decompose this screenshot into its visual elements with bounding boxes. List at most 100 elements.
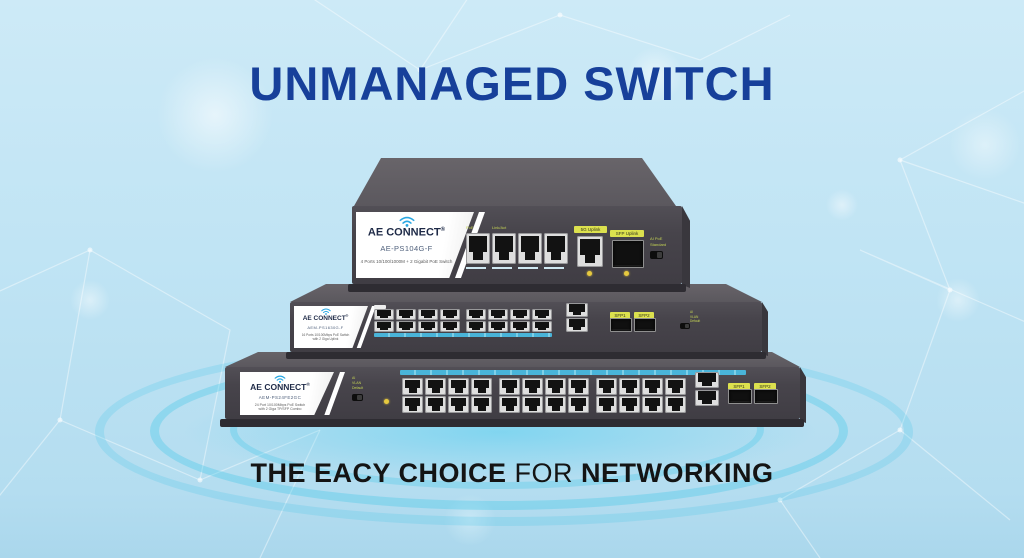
sfp-port xyxy=(728,389,752,404)
rj45-port xyxy=(499,396,520,413)
rj45-port-pair xyxy=(532,309,552,332)
poe-label: PoE xyxy=(466,225,474,230)
rj45-port xyxy=(619,378,640,395)
rj45-port-pair xyxy=(418,309,438,332)
brand-text: AE CONNECT® xyxy=(302,314,349,323)
rj45-port xyxy=(522,378,543,395)
port-number-strip xyxy=(400,370,746,375)
rj45-port-group-1 xyxy=(402,378,492,413)
chassis-side-face xyxy=(800,367,806,423)
mode-legend: AI VLAN Default xyxy=(352,376,364,391)
rj45-port-pair xyxy=(402,378,423,413)
brand-text: AE CONNECT® xyxy=(367,226,446,239)
description-text: 24 Port 10/100Mbps PoE Switch with 2 Gig… xyxy=(254,402,306,411)
rj45-port-pair xyxy=(425,378,446,413)
rj45-port-pair xyxy=(619,378,640,413)
led-indicator xyxy=(587,271,592,276)
brand-label: AE CONNECT® AEM-PS24FE2GC 24 Port 10/100… xyxy=(240,372,334,415)
rj45-port xyxy=(492,233,516,264)
rj45-port xyxy=(402,396,423,413)
switch-top-4port: AE CONNECT® AE-PS104G-F 4 Ports 10/100/1… xyxy=(348,152,694,294)
rj45-port xyxy=(448,396,469,413)
sfp-port xyxy=(634,318,656,332)
uplink-rj45-port xyxy=(695,372,719,388)
uplink-port-stack xyxy=(566,303,588,332)
mode-legend: AI PoE Standard xyxy=(650,236,667,247)
wifi-icon xyxy=(320,308,331,315)
rj45-port-pair xyxy=(642,378,663,413)
rj45-port xyxy=(499,378,520,395)
uplink-rj45-port xyxy=(577,236,603,267)
tagline-regular: FOR xyxy=(514,458,574,488)
chassis-side-face xyxy=(762,302,768,356)
description-text: 4 Ports 10/100/1000M + 2 Gigabit PoE Swi… xyxy=(360,258,453,264)
rj45-port-pair xyxy=(665,378,686,413)
tagline-bold-start: THE EACY CHOICE xyxy=(250,458,507,488)
rj45-port xyxy=(488,309,508,320)
poe-mini-tag xyxy=(374,305,386,309)
rj45-port xyxy=(425,396,446,413)
uplink-tag: 5G Uplink xyxy=(574,226,607,233)
rj45-port xyxy=(544,233,568,264)
reg-mark: ® xyxy=(306,382,310,388)
reg-mark: ® xyxy=(440,227,446,233)
led-indicator xyxy=(624,271,629,276)
model-text: AEM-PS1630G-F xyxy=(307,324,344,330)
mode-toggle xyxy=(650,251,663,259)
model-text: AE-PS104G-F xyxy=(380,243,433,253)
rj45-port xyxy=(488,321,508,332)
rj45-port xyxy=(466,309,486,320)
chassis-base xyxy=(286,352,766,359)
rj45-port xyxy=(510,321,530,332)
sfp-port xyxy=(612,240,644,268)
rj45-port xyxy=(418,321,438,332)
switch-middle-16port: AE CONNECT® AEM-PS1630G-F 16 Ports 10/10… xyxy=(286,280,772,362)
rj45-port xyxy=(396,309,416,320)
sfp-tag: SFP1 xyxy=(610,312,630,319)
rj45-port xyxy=(448,378,469,395)
sfp-tag: SFP2 xyxy=(754,383,776,390)
rj45-port xyxy=(665,396,686,413)
rj45-port-group-3 xyxy=(596,378,686,413)
rj45-port xyxy=(402,378,423,395)
rj45-port xyxy=(642,396,663,413)
rj45-port xyxy=(522,396,543,413)
rj45-port xyxy=(466,233,490,264)
rj45-port-pair xyxy=(466,309,486,332)
mode-toggle xyxy=(680,323,690,329)
rj45-port xyxy=(532,309,552,320)
rj45-port-group-1 xyxy=(374,309,460,332)
rj45-port-pair xyxy=(522,378,543,413)
sfp-tag: SFP2 xyxy=(634,312,654,319)
port-number-strip xyxy=(466,267,568,269)
link-act-label: Link/Act xyxy=(492,225,507,230)
rj45-port-pair xyxy=(488,309,508,332)
mode-toggle xyxy=(352,394,363,401)
rj45-port xyxy=(425,378,446,395)
rj45-port-pair xyxy=(471,378,492,413)
description-text: 16 Ports 10/100Mbps PoE Switch with 2 Gi… xyxy=(301,332,350,341)
rj45-port-pair xyxy=(499,378,520,413)
reg-mark: ® xyxy=(345,314,349,318)
port-number-strip xyxy=(374,333,552,337)
tagline: THE EACY CHOICE FOR NETWORKING xyxy=(0,458,1024,489)
rj45-port xyxy=(440,309,460,320)
rj45-port-pair xyxy=(396,309,416,332)
rj45-port xyxy=(374,321,394,332)
rj45-port-pair xyxy=(440,309,460,332)
chassis-top-face xyxy=(354,158,676,206)
rj45-port xyxy=(374,309,394,320)
model-text: AEM-PS24FE2GC xyxy=(258,394,302,400)
rj45-port xyxy=(418,309,438,320)
uplink-port-stack xyxy=(695,372,719,406)
rj45-port xyxy=(545,378,566,395)
rj45-port xyxy=(466,321,486,332)
chassis-base xyxy=(348,284,686,292)
rj45-port-pair xyxy=(510,309,530,332)
sfp-uplink-tag: SFP Uplink xyxy=(610,230,644,237)
led-indicator xyxy=(384,399,389,404)
rj45-port xyxy=(596,396,617,413)
brand-text: AE CONNECT® xyxy=(250,382,310,392)
rj45-port xyxy=(568,396,589,413)
